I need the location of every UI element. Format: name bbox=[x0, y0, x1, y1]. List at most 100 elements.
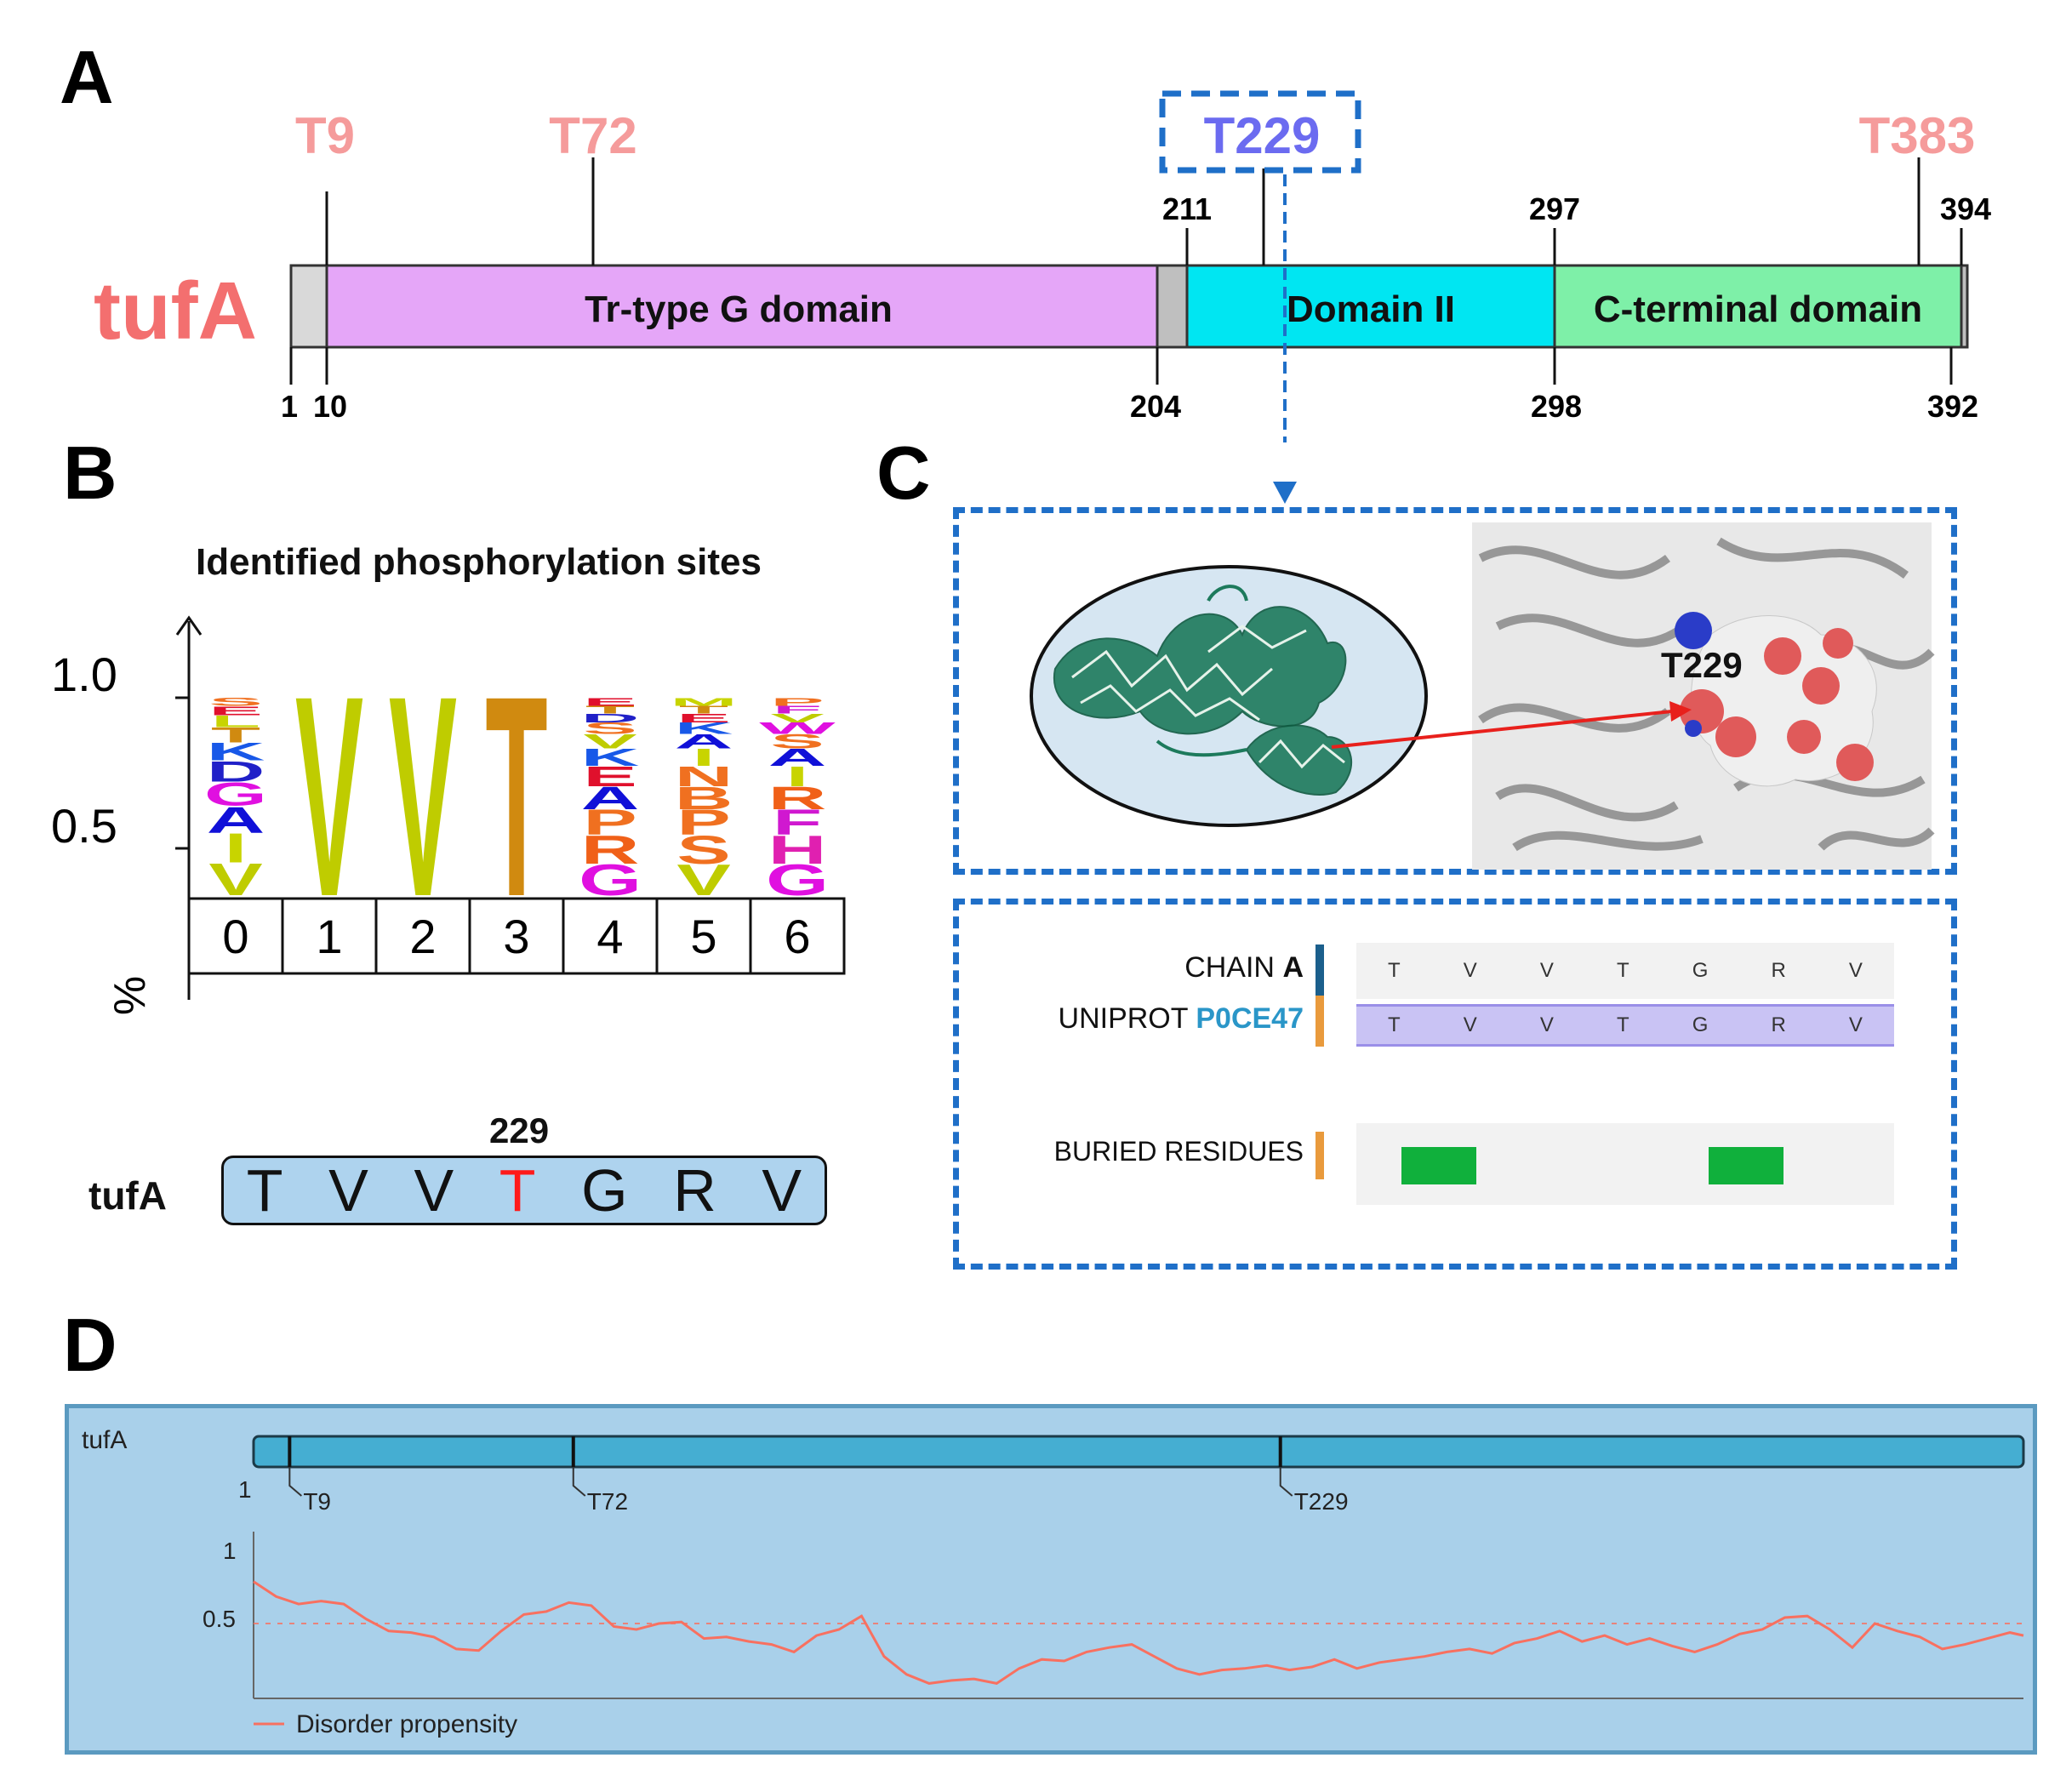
panel-label-c: C bbox=[876, 431, 931, 515]
buried-residue-block bbox=[1401, 1147, 1477, 1184]
site-leader bbox=[572, 1467, 586, 1497]
logo-letter: G bbox=[766, 856, 829, 905]
domain-label: Tr-type G domain bbox=[585, 288, 893, 330]
disorder-y-tick: 1 bbox=[223, 1538, 237, 1564]
site-pointer-arrow bbox=[1331, 710, 1673, 749]
buried-track-stripe bbox=[1316, 1132, 1324, 1179]
uniprot-track-stripe bbox=[1316, 996, 1324, 1047]
logo-y-tick: 1.0 bbox=[51, 648, 117, 701]
uniprot-residue: T bbox=[1388, 1013, 1401, 1036]
logo-title: Identified phosphorylation sites bbox=[196, 541, 762, 583]
ribbon-structure bbox=[1053, 585, 1352, 796]
sequence-residue: V bbox=[414, 1157, 454, 1224]
site-leader bbox=[288, 1467, 302, 1497]
logo-y-unit: % bbox=[106, 976, 155, 1015]
chain-sequence-track: T V V T G R V bbox=[1356, 943, 1894, 999]
logo-letter: R bbox=[768, 781, 827, 817]
logo-letter: B bbox=[675, 781, 733, 817]
disorder-protein-label: tufA bbox=[82, 1426, 128, 1454]
structure-frame bbox=[953, 507, 1957, 875]
n-terminal-segment bbox=[289, 264, 328, 349]
logo-position-label: 6 bbox=[784, 910, 810, 963]
sequence-residue: T bbox=[246, 1157, 283, 1224]
nitrogen-atom bbox=[1675, 612, 1712, 649]
logo-letter: W bbox=[759, 719, 836, 737]
sequence-residue: G bbox=[581, 1157, 628, 1224]
sequence-residue-site: T bbox=[499, 1157, 536, 1224]
buried-residues-label: BURIED RESIDUES bbox=[1053, 1136, 1304, 1167]
sequence-residue: V bbox=[762, 1157, 802, 1224]
logo-position-label: 4 bbox=[596, 910, 623, 963]
logo-y-tick: 0.5 bbox=[51, 799, 117, 853]
disorder-series-line bbox=[253, 1580, 2024, 1685]
logo-position-label: 2 bbox=[409, 910, 436, 963]
logo-letter: K bbox=[207, 738, 265, 766]
logo-position-box bbox=[562, 897, 659, 975]
sequence-bar bbox=[252, 1435, 2025, 1469]
chain-residue: V bbox=[1539, 959, 1554, 982]
logo-letter: E bbox=[583, 696, 636, 708]
logo-position-box bbox=[749, 897, 846, 975]
site-marker-label: T229 bbox=[1294, 1488, 1349, 1515]
logo-letter: V bbox=[676, 856, 730, 905]
position-number: 392 bbox=[1927, 389, 1978, 424]
arrow-head-icon bbox=[1669, 701, 1692, 722]
disorder-y-tick: 0.5 bbox=[203, 1606, 236, 1632]
domain-ii bbox=[1185, 264, 1556, 349]
chain-residue: G bbox=[1692, 959, 1709, 982]
structure-view: T229 bbox=[1030, 522, 1935, 870]
logo-letter: F bbox=[773, 704, 822, 716]
logo-letter: V bbox=[583, 730, 636, 753]
logo-letter: S bbox=[770, 730, 824, 753]
logo-letter: G bbox=[204, 776, 267, 813]
logo-letter: I bbox=[225, 825, 247, 871]
logo-letter: N bbox=[675, 762, 733, 793]
domain-label: Domain II bbox=[1287, 288, 1455, 330]
logo-letter: I bbox=[786, 762, 808, 793]
uniprot-residue: V bbox=[1539, 1013, 1554, 1036]
site-label-highlighted: T229 bbox=[1204, 107, 1321, 164]
logo-letter: D bbox=[207, 756, 265, 788]
chain-residue: T bbox=[1616, 959, 1629, 982]
logo-position-label: 5 bbox=[690, 910, 716, 963]
logo-letter: P bbox=[583, 802, 636, 843]
logo-letter: T bbox=[211, 723, 260, 747]
position-number: 298 bbox=[1531, 389, 1582, 424]
logo-letter: F bbox=[773, 802, 822, 843]
logo-position-label: 1 bbox=[316, 910, 342, 963]
logo-letter: I bbox=[693, 745, 715, 772]
buried-residues-track bbox=[1356, 1123, 1894, 1205]
protein-name: tufA bbox=[94, 265, 257, 357]
logo-letter: L bbox=[211, 712, 260, 731]
uniprot-accession-link[interactable]: P0CE47 bbox=[1196, 1002, 1304, 1035]
linker-segment bbox=[1156, 264, 1189, 349]
logo-letter: R bbox=[581, 827, 640, 872]
uniprot-residue: R bbox=[1771, 1013, 1786, 1036]
surface-model bbox=[1675, 612, 1877, 787]
logo-position-box bbox=[281, 897, 378, 975]
logo-letter: A bbox=[581, 781, 640, 817]
sequence-start-label: 1 bbox=[238, 1476, 252, 1503]
logo-letter: V bbox=[770, 711, 824, 725]
structure-site-label: T229 bbox=[1661, 645, 1743, 685]
logo-letter: S bbox=[583, 719, 636, 737]
logo-letter: D bbox=[581, 711, 640, 725]
position-number: 297 bbox=[1529, 191, 1580, 226]
uniprot-residue: G bbox=[1692, 1013, 1709, 1036]
uniprot-residue: V bbox=[1463, 1013, 1477, 1036]
sequence-residue: R bbox=[673, 1157, 716, 1224]
highlight-frame bbox=[1159, 90, 1361, 174]
logo-letter: M bbox=[670, 696, 737, 708]
position-number: 1 bbox=[281, 389, 298, 424]
logo-letter: T bbox=[585, 704, 635, 716]
sequence-box: T V V T G R V bbox=[221, 1156, 827, 1225]
chain-residue: T bbox=[1388, 959, 1401, 982]
position-number: 394 bbox=[1940, 191, 1991, 226]
chain-residue: R bbox=[1771, 959, 1786, 982]
logo-letter: A bbox=[207, 798, 265, 840]
domain-label: C-terminal domain bbox=[1594, 288, 1922, 330]
site-marker-label: T72 bbox=[587, 1488, 628, 1515]
